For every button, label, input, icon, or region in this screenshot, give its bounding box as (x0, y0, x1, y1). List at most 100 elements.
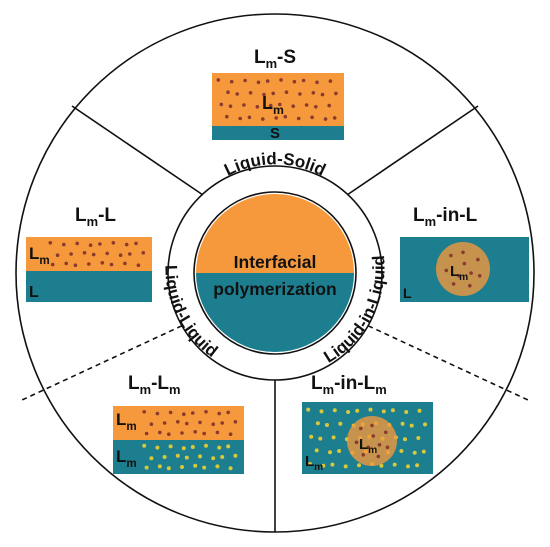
particle-dot (476, 257, 480, 262)
particle-dot (226, 90, 230, 94)
particle-dot (48, 241, 53, 245)
particle-dot (202, 431, 206, 436)
lm-s-orange-layer (212, 73, 344, 126)
lm-in-l-droplet-label: Lm (450, 263, 468, 283)
particle-dot (193, 463, 198, 468)
particle-dot (327, 103, 332, 108)
particle-dot (182, 412, 186, 417)
section-lm-s: Lm-S Lm S (212, 47, 344, 142)
particle-dot (226, 444, 231, 449)
particle-dot (168, 444, 173, 449)
particle-dot (219, 102, 224, 107)
particle-dot (158, 430, 162, 435)
lm-in-lm-title: Lm-in-Lm (311, 373, 387, 397)
center-label-line1: Interfacial (234, 252, 317, 272)
particle-dot (292, 79, 297, 84)
particle-dot (309, 434, 314, 439)
particle-dot (444, 268, 449, 273)
lm-in-l-title: Lm-in-L (413, 205, 478, 229)
particle-dot (220, 455, 225, 459)
particle-dot (149, 456, 154, 461)
particle-dot (404, 410, 409, 414)
particle-dot (248, 91, 253, 95)
particle-dot (155, 445, 160, 450)
particle-dot (328, 79, 333, 83)
particle-dot (328, 450, 332, 455)
lm-lm-top-label: Lm (116, 410, 137, 433)
section-lm-in-l: Lm-in-L Lm L (400, 205, 529, 302)
particle-dot (91, 252, 96, 257)
particle-dot (162, 421, 167, 425)
particle-dot (142, 443, 147, 448)
particle-dot (226, 410, 230, 415)
particle-dot (311, 91, 316, 95)
particle-dot (334, 91, 338, 96)
particle-dot (376, 454, 381, 459)
particle-dot (128, 252, 132, 256)
lm-in-lm-droplet (347, 416, 397, 466)
lm-s-title: Lm-S (254, 47, 296, 71)
particle-dot (190, 445, 195, 449)
divider-upper-left (71, 105, 204, 196)
lm-l-title: Lm-L (75, 205, 116, 229)
particle-dot (314, 105, 318, 109)
particle-dot (167, 432, 171, 437)
particle-dot (274, 116, 279, 120)
divider-lower-left-dashed (21, 321, 191, 401)
particle-dot (377, 443, 382, 447)
particle-dot (462, 261, 467, 266)
particle-dot (155, 411, 160, 416)
particle-dot (215, 464, 220, 469)
particle-dot (370, 423, 374, 428)
particle-dot (216, 78, 221, 82)
lm-in-l-droplet (436, 242, 490, 296)
particle-dot (314, 448, 319, 453)
particle-dot (162, 455, 167, 459)
particle-dot (284, 90, 289, 94)
particle-dot (217, 445, 222, 450)
particle-dot (361, 453, 366, 457)
particle-dot (318, 436, 323, 441)
particle-dot (403, 437, 407, 442)
particle-dot (381, 409, 386, 414)
section-lm-in-lm: Lm-in-Lm Lm Lm (302, 373, 433, 474)
particle-dot (304, 103, 309, 107)
particle-dot (191, 411, 195, 415)
particle-dot (235, 92, 239, 96)
particle-dot (298, 92, 302, 96)
particle-dot (247, 115, 252, 120)
particle-dot (82, 251, 87, 255)
particle-dot (62, 242, 66, 247)
lm-in-l-dots (444, 250, 482, 288)
lm-s-teal-substrate (212, 126, 344, 140)
particle-dot (141, 251, 146, 255)
particle-dot (228, 432, 233, 437)
section-lm-l: Lm-L Lm L (26, 205, 152, 302)
lm-in-l-corner-label: L (403, 285, 412, 301)
lm-in-lm-droplet-dots (354, 423, 390, 459)
particle-dot (384, 430, 388, 435)
particle-dot (331, 435, 336, 440)
particle-dot (88, 243, 93, 247)
particle-dot (278, 102, 282, 107)
particle-dot (220, 421, 224, 425)
particle-dot (379, 463, 384, 468)
particle-dot (449, 253, 453, 258)
center-bottom-teal (196, 273, 354, 352)
particle-dot (354, 440, 359, 445)
particle-dot (242, 103, 246, 107)
particle-dot (457, 274, 461, 278)
lm-lm-title: Lm-Lm (128, 373, 181, 397)
particle-dot (357, 463, 361, 468)
particle-dot (390, 408, 395, 413)
particle-dot (100, 261, 105, 265)
particle-dot (400, 421, 405, 426)
particle-dot (366, 445, 371, 450)
particle-dot (184, 455, 189, 460)
particle-dot (233, 453, 238, 458)
particle-dot (142, 410, 146, 414)
particle-dot (315, 80, 319, 85)
particle-dot (337, 449, 342, 453)
particle-dot (315, 421, 320, 426)
